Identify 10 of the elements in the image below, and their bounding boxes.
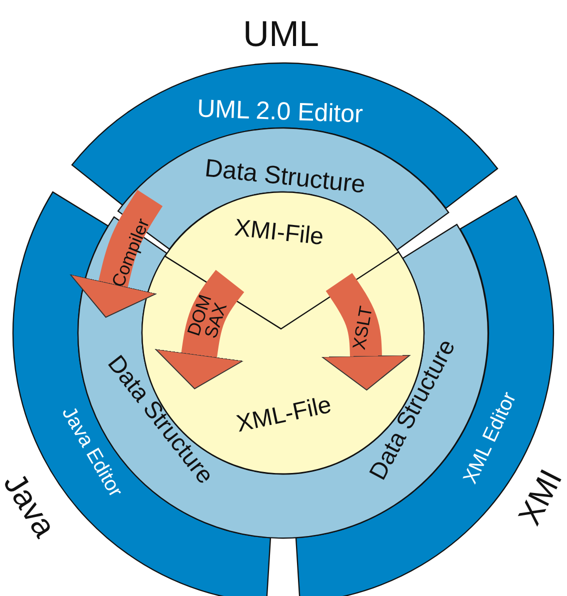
block-arrow bbox=[155, 270, 244, 390]
edge-label: DOM SAX bbox=[185, 292, 231, 343]
node-label: UML 2.0 Editor bbox=[196, 96, 364, 128]
node-label: Data Structure bbox=[204, 156, 366, 198]
block-arrow bbox=[70, 190, 163, 318]
node-label: XMI-File bbox=[233, 216, 325, 250]
sector-caption: UML bbox=[243, 16, 319, 52]
block-arrow bbox=[322, 272, 410, 390]
node-label: XML-File bbox=[234, 393, 334, 437]
edge-label: XSLT bbox=[350, 305, 376, 351]
